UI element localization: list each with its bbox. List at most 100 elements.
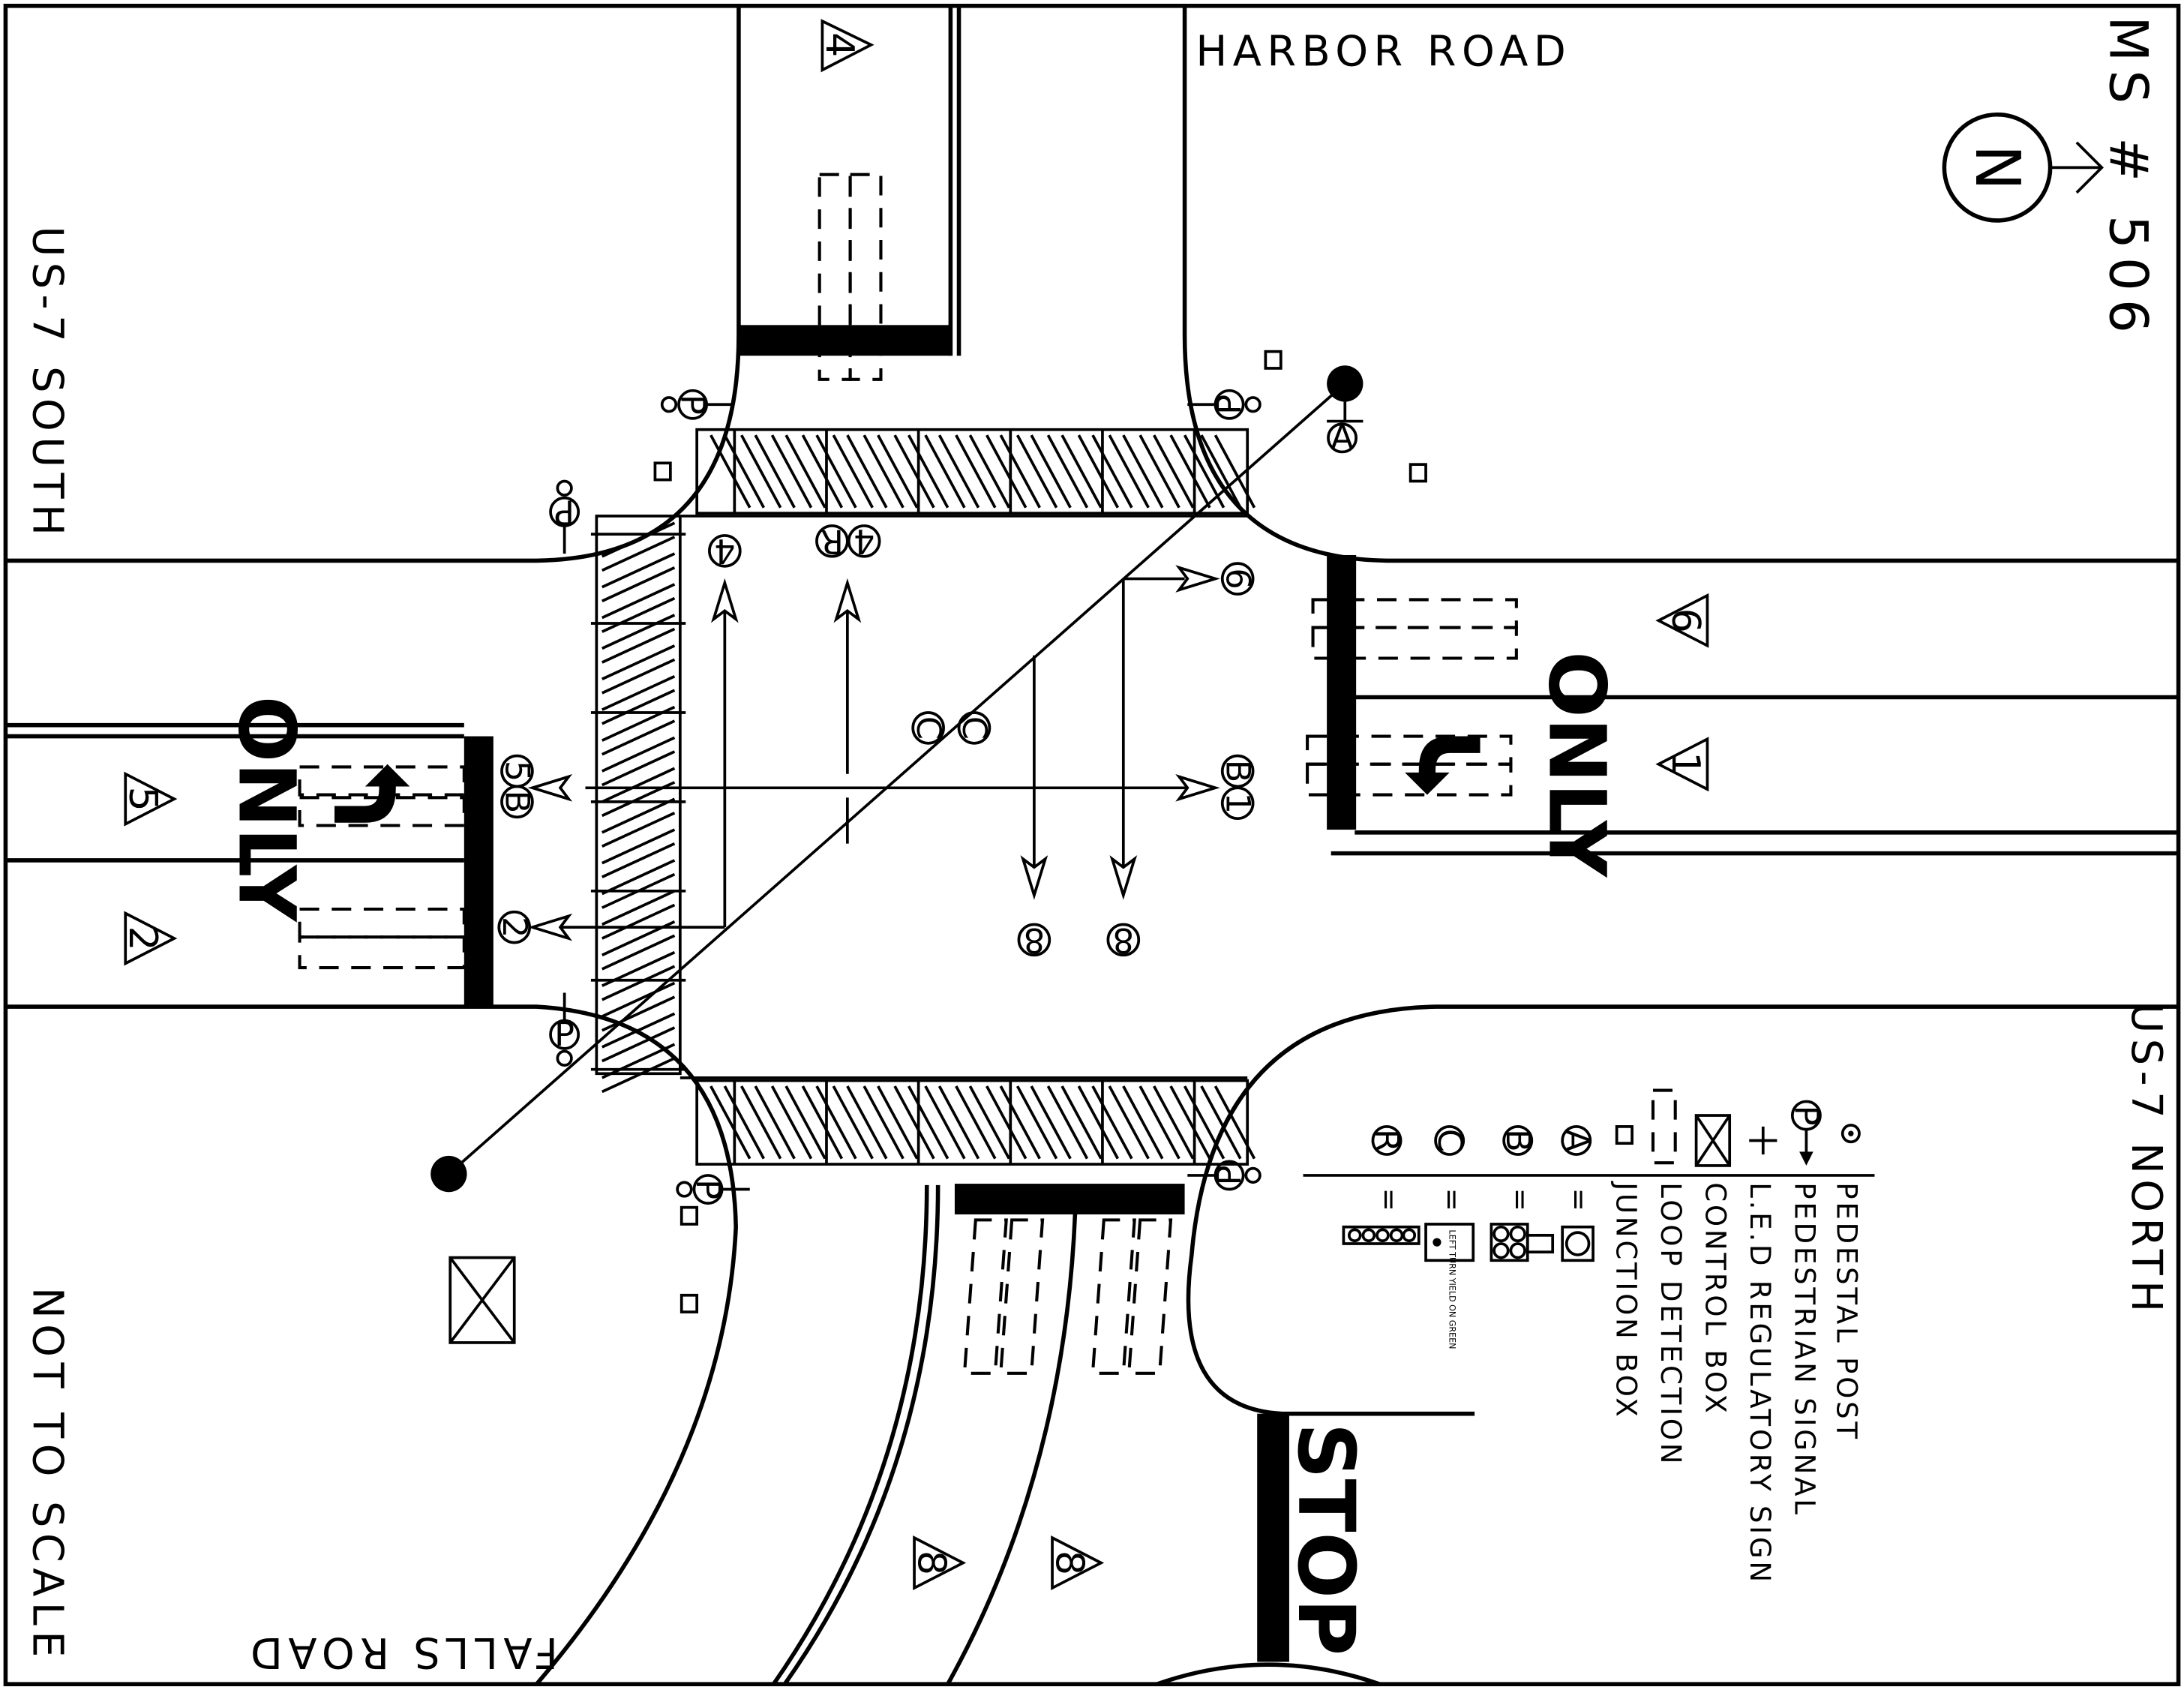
hatch-line [846, 1085, 888, 1160]
hatch-line [602, 583, 676, 620]
hatch-line [1077, 1085, 1120, 1160]
svg-text:4: 4 [854, 522, 874, 561]
hatch-line [877, 434, 919, 509]
label-falls-road: FALLS ROAD [245, 1628, 558, 1676]
pedestrian-signal-label: P [688, 1179, 728, 1199]
svg-text:CONTROL BOX: CONTROL BOX [1700, 1182, 1732, 1415]
hatch-line [999, 1085, 1041, 1160]
hatch-line [1183, 1085, 1226, 1160]
pedestal-post-icon [556, 1049, 573, 1067]
hatch-line [740, 434, 782, 509]
hatch-line [938, 434, 980, 509]
hatch-line [770, 434, 813, 509]
hatch-line [1091, 1085, 1133, 1160]
svg-text:5: 5 [498, 761, 537, 782]
label-us7-north: US-7 NORTH [2122, 1002, 2170, 1317]
svg-text:C: C [909, 716, 948, 740]
svg-text:N: N [1961, 145, 2032, 191]
stop-bar-se [1257, 1413, 1289, 1662]
turn-arrow-west [334, 764, 410, 823]
svg-text:8: 8 [909, 1550, 954, 1575]
svg-text:1: 1 [1663, 752, 1708, 776]
ne-curb [1182, 5, 2179, 563]
label-us7-south: US-7 SOUTH [23, 226, 72, 541]
hatch-line [602, 903, 676, 940]
hatch-line [986, 1085, 1028, 1160]
hatch-line [1046, 434, 1089, 509]
hatch-line [784, 1085, 826, 1160]
hatch-line [968, 1085, 1011, 1160]
hatch-line [1046, 1085, 1089, 1160]
svg-text:8: 8 [1024, 920, 1045, 959]
movement-arrows [527, 565, 1220, 941]
svg-text:R: R [1367, 1129, 1406, 1152]
svg-text:L.E.D REGULATORY SIGN: L.E.D REGULATORY SIGN [1744, 1182, 1776, 1585]
hatch-line [1169, 434, 1211, 509]
hatch-line [893, 1085, 935, 1160]
hatch-line [999, 434, 1041, 509]
hatch-line [602, 1012, 676, 1049]
svg-text:PEDESTAL POST: PEDESTAL POST [1830, 1182, 1862, 1442]
hatch-line [602, 614, 676, 650]
north-arrow: N [1942, 112, 2104, 223]
control-box [448, 1256, 516, 1344]
hatch-line [1108, 434, 1150, 509]
svg-text:B: B [1498, 1129, 1538, 1152]
hatch-line [602, 552, 676, 589]
hatch-line [801, 434, 844, 509]
hatch-line [602, 644, 676, 681]
junction-boxes [653, 350, 1427, 1313]
hatch-line [832, 1085, 874, 1160]
svg-text:C: C [1430, 1129, 1469, 1152]
pedestal-post-icon [1244, 396, 1262, 413]
svg-text:R: R [820, 522, 844, 561]
svg-text:8: 8 [1113, 920, 1134, 959]
pedestrian-signal-label: P [554, 1015, 574, 1054]
phase-triangles: 4 6 1 5 2 8 8 [120, 19, 1709, 1591]
label-not-to-scale: NOT TO SCALE [23, 1287, 72, 1663]
hatch-line [602, 689, 676, 725]
svg-text:=: = [1373, 1188, 1406, 1211]
hatch-line [1200, 1085, 1242, 1160]
hatch-line [602, 828, 676, 865]
hatch-line [602, 1057, 676, 1094]
falls-lane-line-3 [946, 1184, 1078, 1685]
hatch-line [1060, 1085, 1102, 1160]
svg-text:LEFT TURN YIELD ON GREEN: LEFT TURN YIELD ON GREEN [1448, 1229, 1457, 1349]
hatch-line [602, 750, 676, 787]
hatch-line [862, 434, 904, 509]
svg-text:1: 1 [1218, 793, 1257, 814]
hatch-line [602, 596, 676, 633]
svg-text:6: 6 [1663, 608, 1708, 633]
hatch-line [1153, 1085, 1195, 1160]
hatch-line [1091, 434, 1133, 509]
hatch-line [602, 674, 676, 711]
hatch-line [754, 1085, 796, 1160]
hatch-line [602, 1026, 676, 1063]
falls-lane-line-1 [772, 1184, 929, 1685]
hatch-line [602, 566, 676, 602]
hatch-line [877, 1085, 919, 1160]
svg-text:5: 5 [120, 787, 165, 812]
hatch-line [1016, 1085, 1058, 1160]
hatch-line [602, 767, 676, 803]
hatch-line [907, 434, 950, 509]
pedestal-post-icon [660, 396, 678, 413]
hatch-line [602, 1043, 676, 1079]
se-island-arc [1156, 1662, 1381, 1686]
hatch-line [602, 658, 676, 695]
hatch-line [1214, 1085, 1256, 1160]
hatch-line [1214, 434, 1256, 509]
svg-text:PEDESTRIAN SIGNAL: PEDESTRIAN SIGNAL [1789, 1182, 1821, 1517]
svg-text:6: 6 [1218, 568, 1257, 589]
pedestal-post-icon [1244, 1166, 1262, 1184]
pavement-only-west: ONLY [221, 696, 313, 923]
hatch-line [955, 1085, 997, 1160]
hatch-line [1169, 1085, 1211, 1160]
hatch-line [602, 812, 676, 848]
hatch-line [986, 434, 1028, 509]
hatch-line [938, 1085, 980, 1160]
svg-text:2: 2 [120, 926, 165, 950]
drawing-border [3, 3, 2181, 1687]
hatch-line [754, 434, 796, 509]
